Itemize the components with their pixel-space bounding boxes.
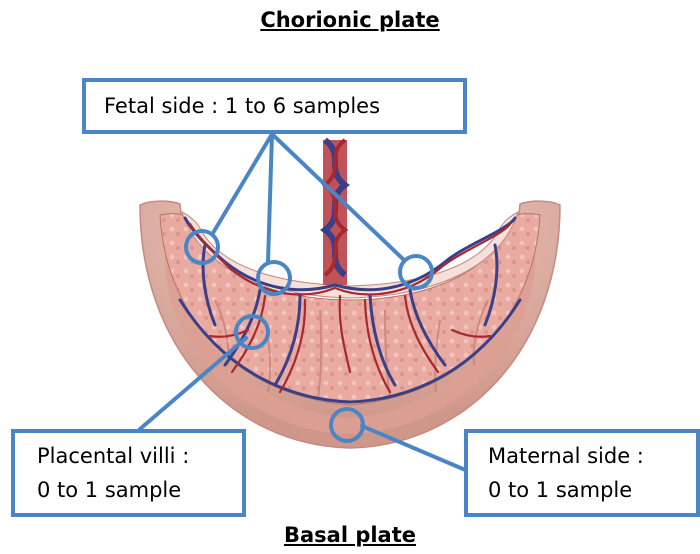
maternal-side-label-box: Maternal side : 0 to 1 sample <box>464 429 700 517</box>
placental-villi-label-line2: 0 to 1 sample <box>37 473 242 507</box>
umbilical-cord <box>323 140 347 285</box>
placental-villi-label-line1: Placental villi : <box>37 439 242 473</box>
chorionic-plate-title: Chorionic plate <box>0 8 700 32</box>
maternal-side-label-line2: 0 to 1 sample <box>488 473 696 507</box>
basal-plate-title: Basal plate <box>0 523 700 547</box>
fetal-side-label: Fetal side : 1 to 6 samples <box>104 82 463 130</box>
maternal-side-label-line1: Maternal side : <box>488 439 696 473</box>
placental-villi-label-box: Placental villi : 0 to 1 sample <box>11 429 246 517</box>
fetal-side-label-box: Fetal side : 1 to 6 samples <box>82 78 467 134</box>
